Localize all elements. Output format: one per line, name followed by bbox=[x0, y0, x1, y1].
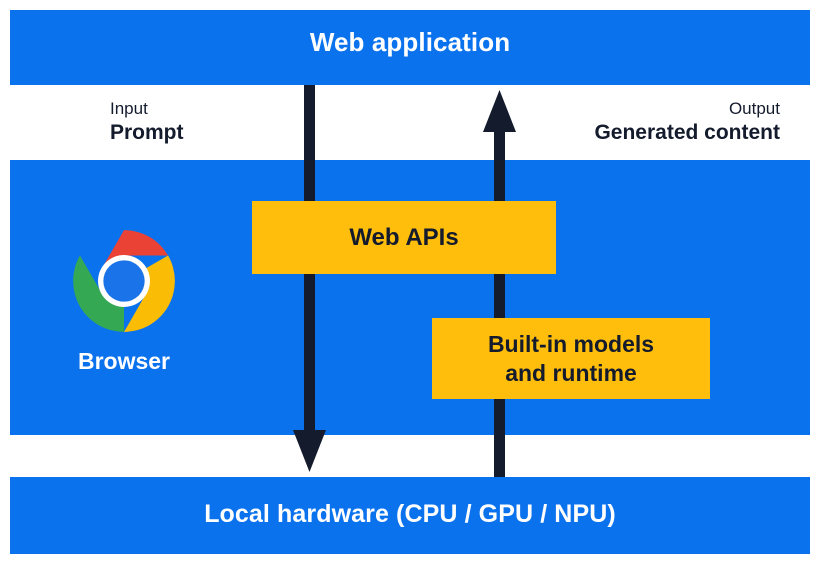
chrome-logo bbox=[73, 230, 175, 332]
box-builtin-models[interactable]: Built-in models and runtime bbox=[432, 318, 710, 399]
box-web-apis-label: Web APIs bbox=[349, 223, 459, 251]
annotation-input-value: Prompt bbox=[110, 120, 184, 144]
annotation-input: Input Prompt bbox=[110, 99, 184, 145]
annotation-input-kicker: Input bbox=[110, 99, 148, 118]
box-builtin-models-line1: Built-in models bbox=[487, 331, 655, 358]
box-builtin-models-line2: and runtime bbox=[505, 359, 637, 386]
layer-web-application bbox=[10, 10, 810, 85]
layer-web-application-label: Web application bbox=[309, 27, 511, 57]
annotation-output: Output Generated content bbox=[594, 99, 780, 145]
box-builtin-models-label: Built-in models and runtime bbox=[488, 330, 654, 386]
annotation-output-kicker: Output bbox=[728, 99, 780, 118]
layer-local-hardware bbox=[10, 477, 810, 554]
box-web-apis[interactable]: Web APIs bbox=[252, 201, 556, 274]
layer-local-hardware-label: Local hardware (CPU / GPU / NPU) bbox=[204, 500, 616, 528]
browser-group: Browser bbox=[63, 228, 185, 375]
annotation-output-value: Generated content bbox=[594, 120, 780, 144]
browser-label: Browser bbox=[77, 348, 171, 374]
